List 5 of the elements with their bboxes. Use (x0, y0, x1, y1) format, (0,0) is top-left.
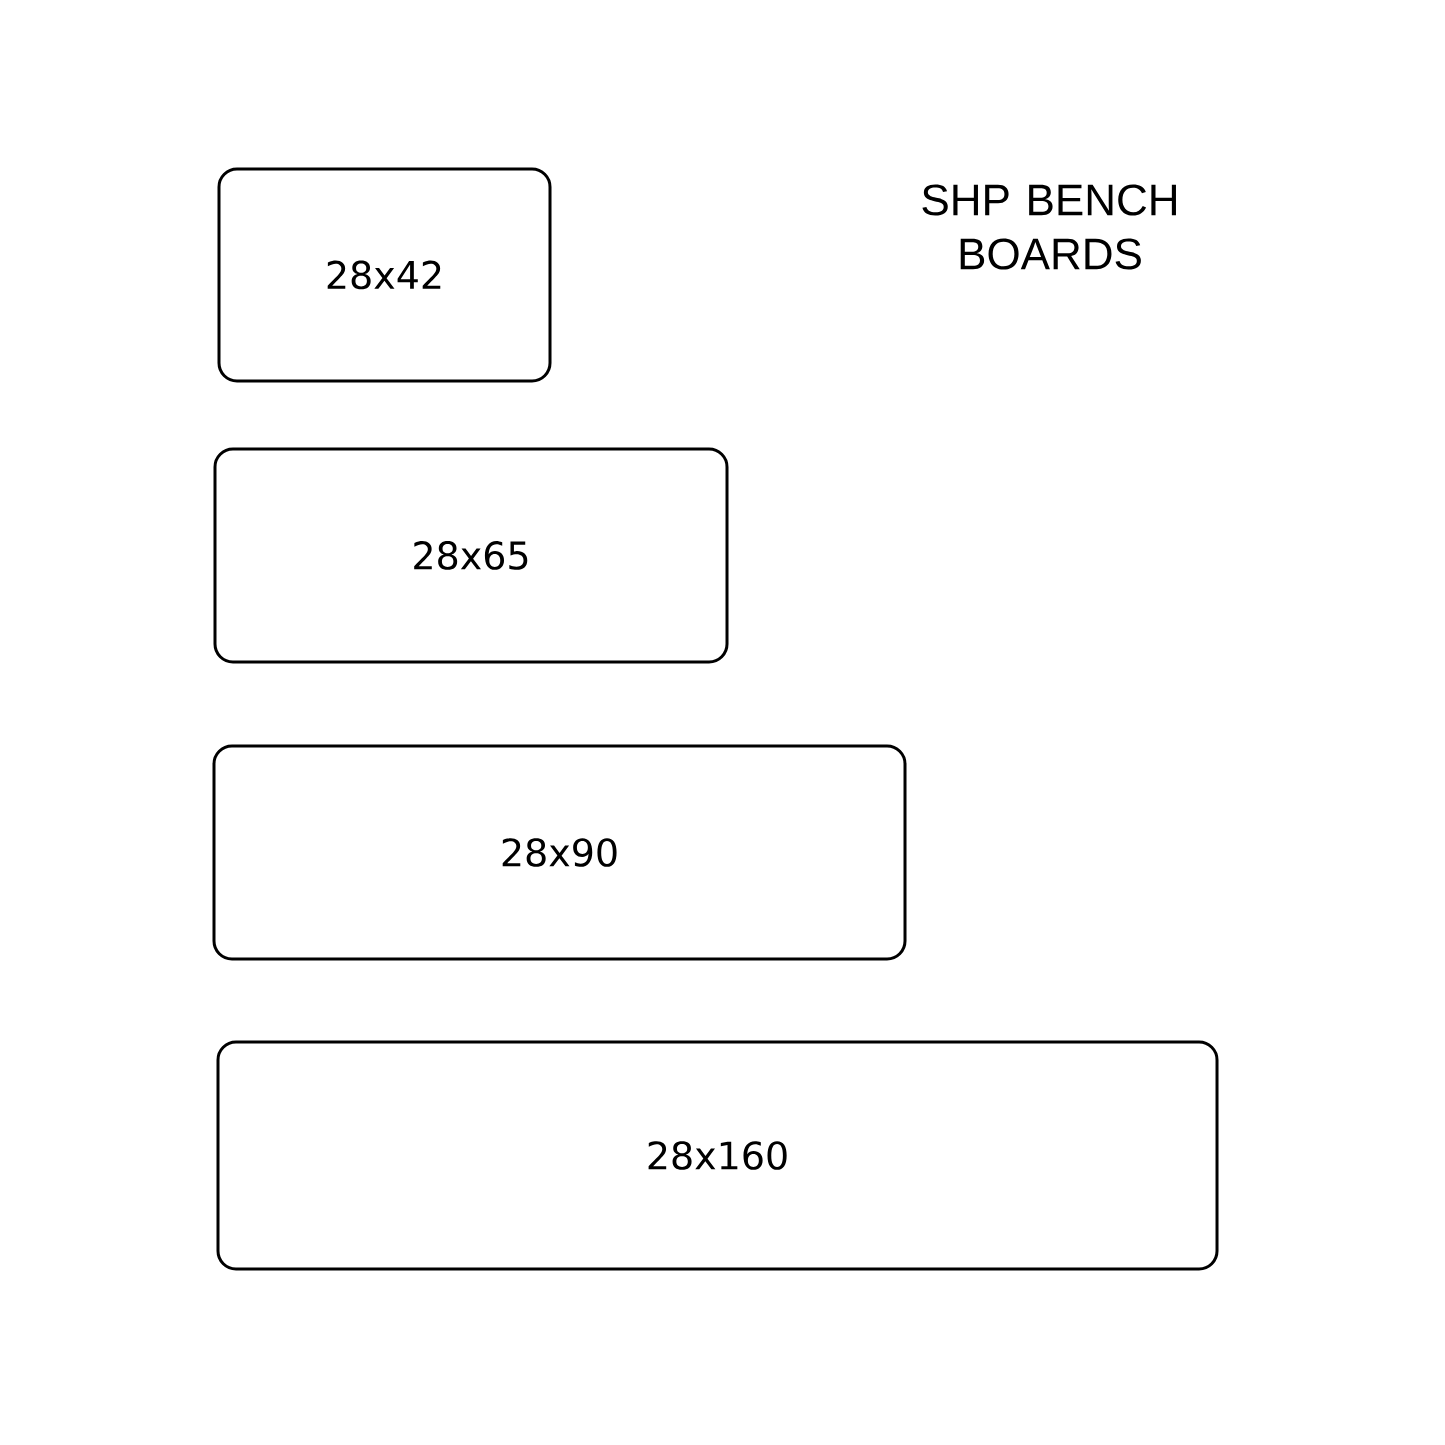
board-box: 28x42 (217, 167, 552, 383)
board-box: 28x65 (213, 447, 729, 664)
board-box: 28x160 (216, 1040, 1219, 1271)
board-box: 28x90 (212, 744, 907, 961)
title: SHP BENCH BOARDS (922, 184, 1176, 270)
